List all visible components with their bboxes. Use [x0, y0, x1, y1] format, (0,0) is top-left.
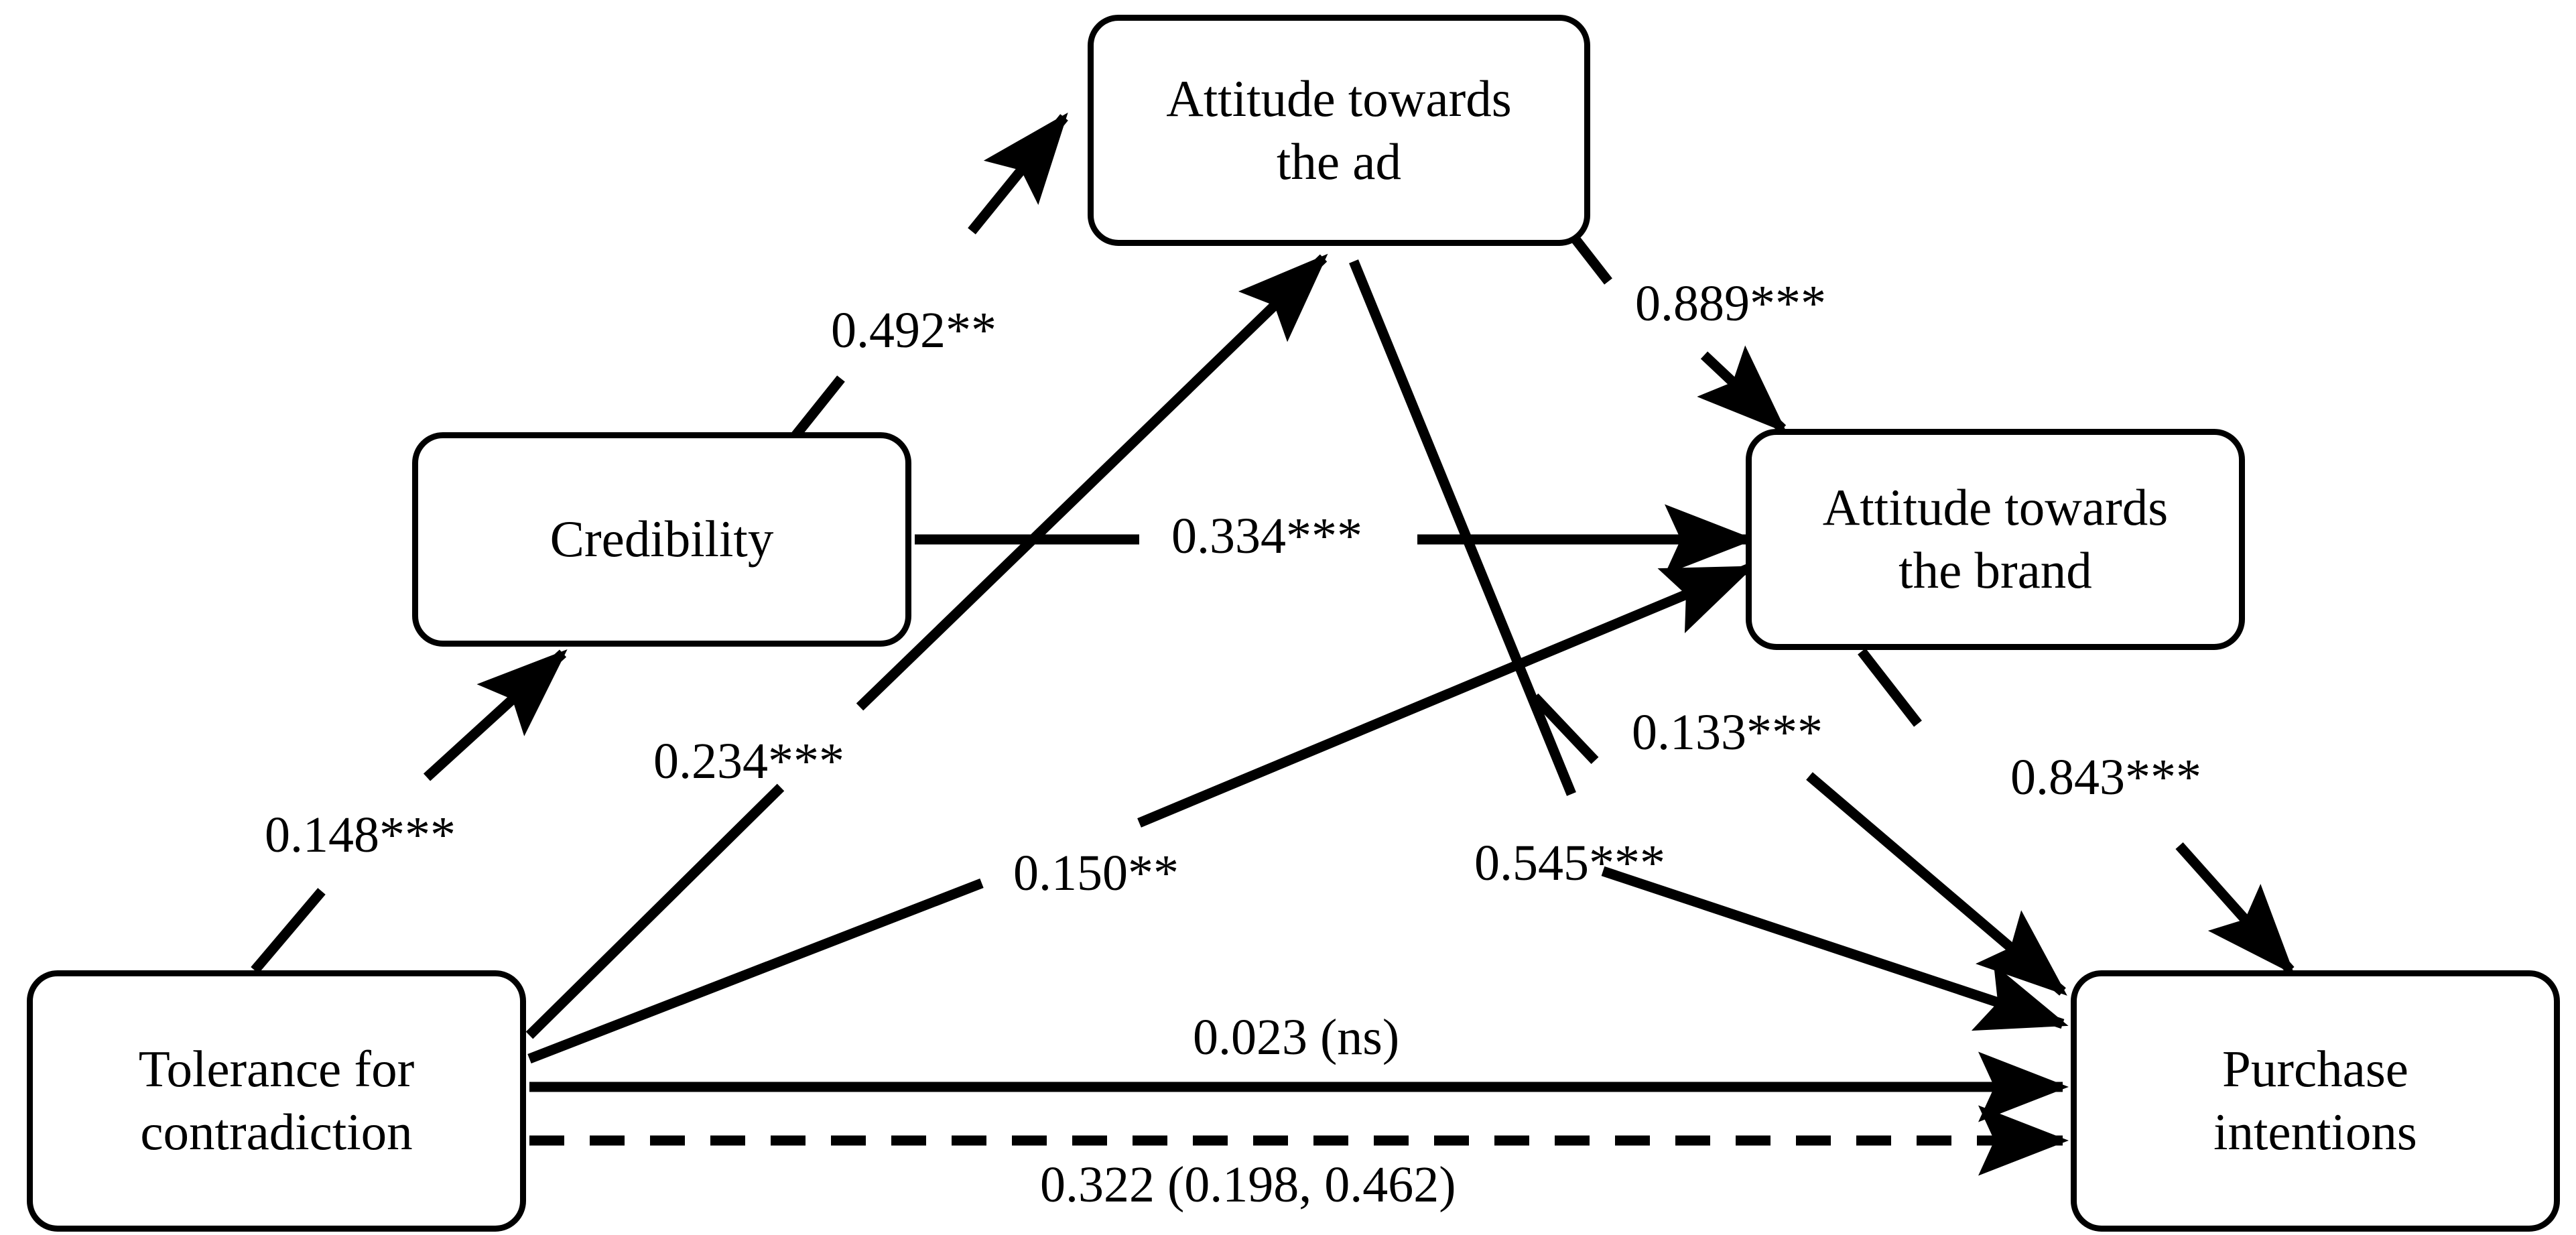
edge-label-credibility-attitude-brand: 0.334*** — [1171, 508, 1362, 564]
edge-label-attitude-brand-purchase: 0.133*** — [1632, 704, 1823, 761]
edge-tolerance-credibility-stub — [251, 888, 326, 974]
node-credibility-label: Credibility — [550, 510, 774, 568]
edge-credibility-attitude-ad — [968, 113, 1068, 235]
edge-label-attitude-ad-attitude-brand: 0.889*** — [1635, 275, 1826, 332]
edge-tolerance-attitude-brand-2 — [1137, 564, 1755, 828]
edge-label-attitude-brand-purchase-top: 0.843*** — [2010, 749, 2201, 805]
edge-label-attitude-ad-purchase: 0.545*** — [1474, 835, 1665, 891]
edge-tolerance-credibility — [423, 649, 568, 781]
edge-tolerance-attitude-ad-lower — [525, 783, 785, 1039]
node-tolerance-for-contradiction-label: Tolerance for contradiction — [138, 1040, 415, 1161]
edge-attitude-brand-purchase-top — [2175, 842, 2295, 975]
edge-attitude-brand-purchase-stub — [1531, 693, 1599, 765]
node-purchase-intentions-label: Purchase intentions — [2213, 1040, 2417, 1161]
node-credibility[interactable]: Credibility — [412, 432, 911, 647]
node-purchase-intentions[interactable]: Purchase intentions — [2071, 970, 2560, 1232]
node-attitude-brand[interactable]: Attitude towards the brand — [1746, 429, 2245, 650]
edge-attitude-ad-attitude-brand — [1697, 345, 1787, 434]
node-attitude-ad[interactable]: Attitude towards the ad — [1088, 15, 1590, 246]
edge-attitude-brand-purchase-top-stub — [1858, 648, 1922, 727]
edge-label-credibility-attitude-ad: 0.492** — [831, 302, 996, 359]
node-attitude-ad-label: Attitude towards the ad — [1166, 69, 1512, 190]
edge-label-tolerance-purchase-direct: 0.023 (ns) — [1193, 1009, 1400, 1065]
edge-attitude-ad-purchase-lower — [1601, 866, 2069, 1031]
edge-label-tolerance-attitude-brand: 0.150** — [1013, 845, 1179, 901]
edge-tolerance-attitude-brand — [527, 879, 984, 1063]
node-attitude-brand-label: Attitude towards the brand — [1822, 478, 2169, 599]
edge-label-tolerance-attitude-ad: 0.234*** — [653, 733, 844, 789]
edge-tolerance-attitude-ad-upper — [856, 253, 1328, 711]
edge-label-tolerance-purchase-indirect: 0.322 (0.198, 0.462) — [1040, 1157, 1456, 1213]
node-tolerance-for-contradiction[interactable]: Tolerance for contradiction — [27, 970, 526, 1232]
edge-attitude-brand-purchase — [1806, 772, 2067, 996]
edge-attitude-ad-purchase-upper — [1349, 259, 1576, 796]
edge-label-tolerance-credibility: 0.148*** — [265, 807, 456, 863]
